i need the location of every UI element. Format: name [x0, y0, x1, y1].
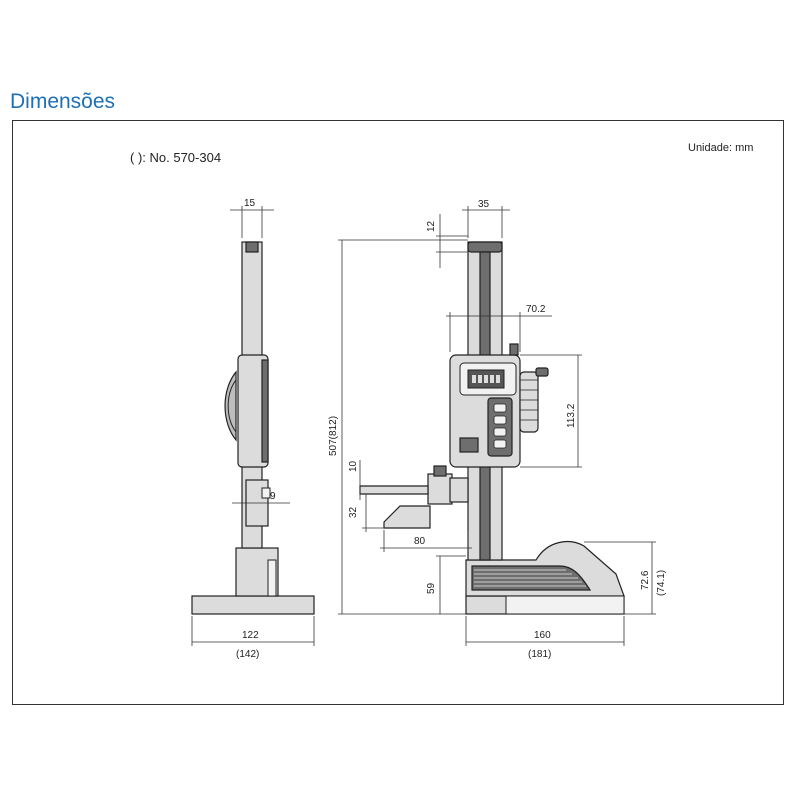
front-dim-top-offset: 12	[426, 220, 437, 232]
front-dim-scriber-height: 32	[348, 506, 359, 518]
front-dim-slider-width: 70.2	[526, 304, 546, 315]
front-dim-base-top-alt: (74.1)	[656, 570, 667, 596]
unit-note: Unidade: mm	[688, 142, 754, 154]
side-dim-base-width: 122	[242, 630, 259, 641]
front-dim-total-height: 507(812)	[328, 416, 339, 456]
front-dim-base-top: 72.6	[640, 570, 651, 590]
side-base	[191, 595, 315, 615]
side-slider-face	[261, 359, 269, 463]
side-dim-scriber: 9	[270, 491, 276, 502]
front-scriber-tip	[383, 505, 431, 529]
front-button-2	[493, 415, 507, 425]
front-dim-scriber-reach: 80	[414, 536, 426, 547]
drawing-frame	[12, 120, 784, 705]
model-note: ( ): No. 570-304	[130, 150, 222, 165]
section-title: Dimensões	[10, 90, 116, 113]
front-view: 35 12 70.2 113.2 507(812) 10 32 80	[328, 199, 667, 660]
side-view: 15 9 122 (142)	[191, 198, 315, 660]
side-column-cap	[245, 241, 259, 253]
front-button-3	[493, 427, 507, 437]
side-foot-detail	[267, 559, 277, 597]
front-dim-slider-height: 113.2	[566, 403, 577, 428]
front-feed-wheel	[519, 371, 539, 433]
front-clamp	[459, 437, 479, 453]
front-dim-base-height: 59	[426, 582, 437, 594]
front-button-1	[493, 403, 507, 413]
front-dim-column-width: 35	[478, 199, 490, 210]
side-dim-top-width: 15	[244, 198, 256, 209]
front-scriber-arm	[359, 485, 429, 495]
side-dim-base-width-alt: (142)	[236, 649, 259, 660]
front-dim-base-length-alt: (181)	[528, 649, 551, 660]
front-scriber-clamp	[427, 473, 453, 505]
front-dim-scriber-thickness: 10	[348, 460, 359, 472]
front-button-4	[493, 439, 507, 449]
front-dim-base-length: 160	[534, 630, 551, 641]
side-feed-wheel	[224, 370, 237, 442]
front-column-cap	[467, 241, 503, 253]
